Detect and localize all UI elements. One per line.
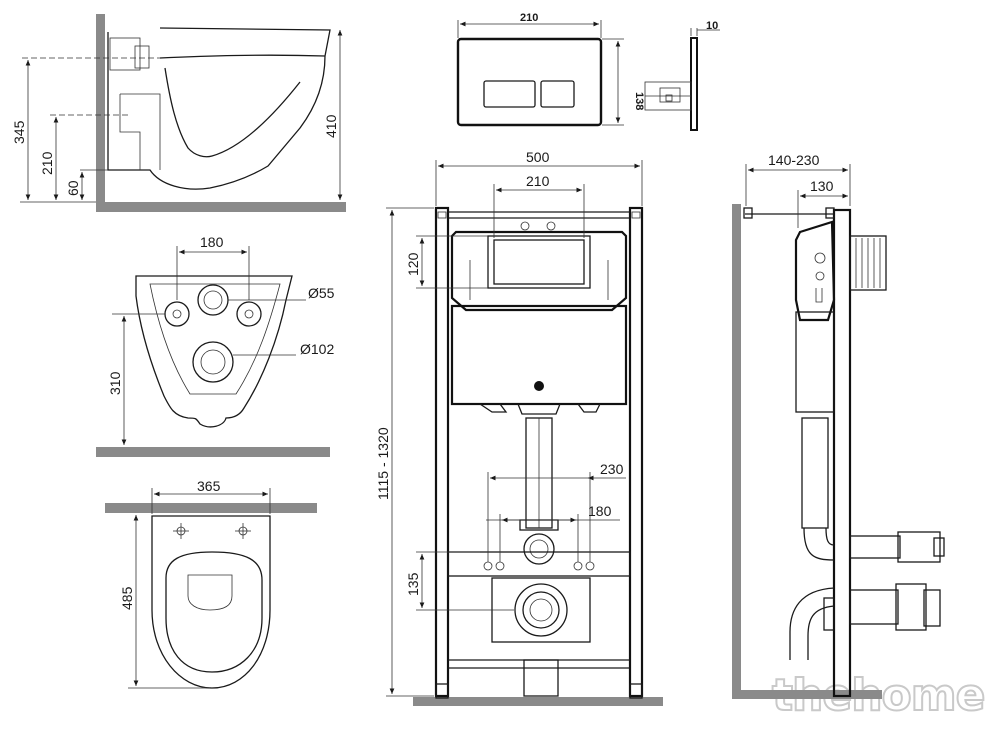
dim-180-frame: 180: [588, 503, 612, 519]
plate-height: 138: [633, 92, 645, 110]
frame-side-floor: [732, 690, 882, 699]
frame-height-range: 1115 - 1320: [375, 427, 391, 500]
plate-depth: 10: [706, 20, 718, 32]
dim-410: 410: [323, 114, 339, 138]
top-view-wall: [105, 503, 317, 513]
dim-180-bottom: 180: [200, 234, 224, 250]
flush-plate-front: 210 138: [456, 12, 645, 127]
top-view: 365 485: [105, 478, 317, 689]
dim-60: 60: [65, 180, 81, 196]
bottom-view: 180 Ø55 Ø102 310: [96, 234, 335, 457]
flush-plate-side: 10: [644, 20, 720, 131]
side-view-floor: [96, 202, 346, 212]
frame-side-view: 140-230 130: [732, 152, 945, 699]
dim-345: 345: [11, 120, 27, 144]
plate-width: 210: [520, 12, 538, 24]
dim-485: 485: [119, 586, 135, 610]
dim-d55: Ø55: [308, 285, 335, 301]
bottom-view-wall: [96, 447, 330, 457]
frame-width: 500: [526, 149, 550, 165]
frame-side-wall: [732, 204, 741, 698]
dim-135: 135: [405, 572, 421, 596]
frame-depth-range: 140-230: [768, 152, 820, 168]
dim-230: 230: [600, 461, 624, 477]
side-view-wall: [96, 14, 105, 212]
frame-front-view: 500 210 120 1115 - 1320 230 180 135: [375, 149, 663, 706]
frame-inner-width: 210: [526, 173, 550, 189]
frame-front-floor: [413, 697, 663, 706]
dim-120: 120: [405, 252, 421, 276]
dim-310: 310: [107, 371, 123, 395]
dim-210-side: 210: [39, 151, 55, 175]
frame-depth: 130: [810, 178, 834, 194]
side-view: 345 210 60 410: [11, 14, 346, 212]
dim-d102: Ø102: [300, 341, 334, 357]
dim-365: 365: [197, 478, 221, 494]
